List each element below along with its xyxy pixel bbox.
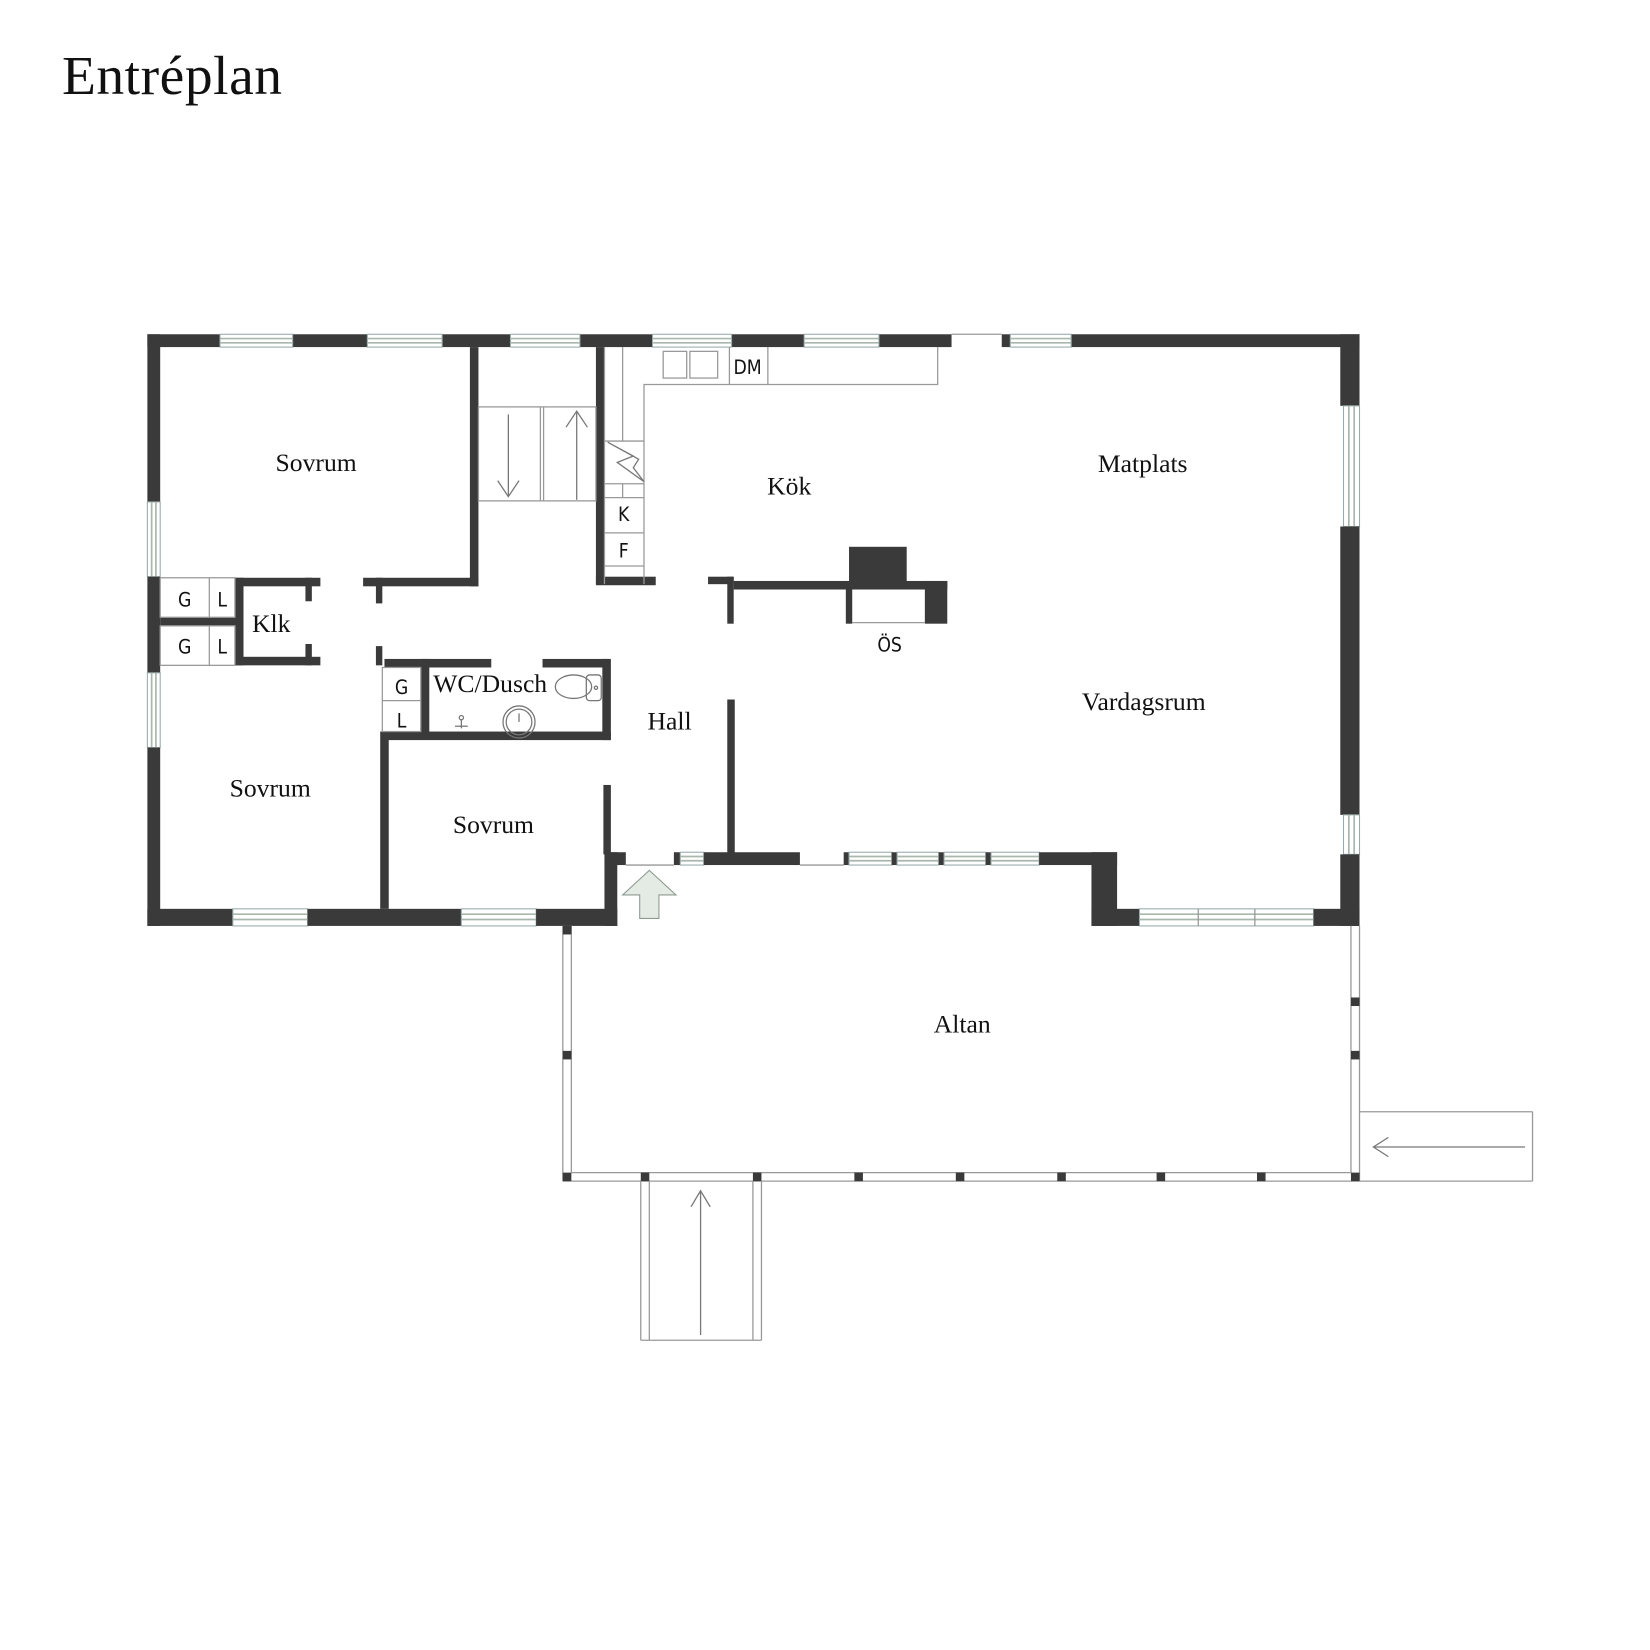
closet-g-label: G [178,636,191,659]
closet-l-label: L [217,636,227,659]
room-label-wc-dusch: WC/Dusch [433,669,547,698]
room-label-vardagsrum: Vardagsrum [1082,687,1206,716]
sink-icon [502,705,536,739]
dishwasher-label: DM [733,356,761,379]
closet-l-label: L [397,709,407,732]
interior-walls [160,347,948,909]
room-label-hall: Hall [648,706,692,735]
deck-stairs-south [640,1181,763,1341]
room-label-klk: Klk [252,609,291,638]
closet-g-label: G [178,589,191,612]
shower-icon [454,714,468,729]
staircase [477,406,597,502]
room-label-altan: Altan [934,1010,991,1039]
stove-icon [607,441,645,483]
fireplace-os-label: ÖS [877,633,902,656]
deck-stairs-east [1359,1111,1534,1182]
bathroom-fixtures [454,674,602,739]
toilet-icon [554,674,602,702]
entrance-arrow-icon [621,869,678,919]
closets: G L G L G L [159,577,422,732]
room-label-sovrum: Sovrum [276,448,357,477]
page-title: Entréplan [62,46,283,107]
room-label-sovrum: Sovrum [230,774,311,803]
fridge-k-label: K [618,503,630,526]
room-label-kok: Kök [767,471,811,500]
kitchen-counters: DM K F [603,347,939,585]
freezer-f-label: F [619,539,629,562]
room-label-matplats: Matplats [1098,449,1188,478]
closet-g-label: G [395,676,408,699]
deck-outline [562,925,1361,1182]
closet-l-label: L [217,589,227,612]
room-label-sovrum: Sovrum [453,810,534,839]
exterior-walls [146,333,1361,927]
